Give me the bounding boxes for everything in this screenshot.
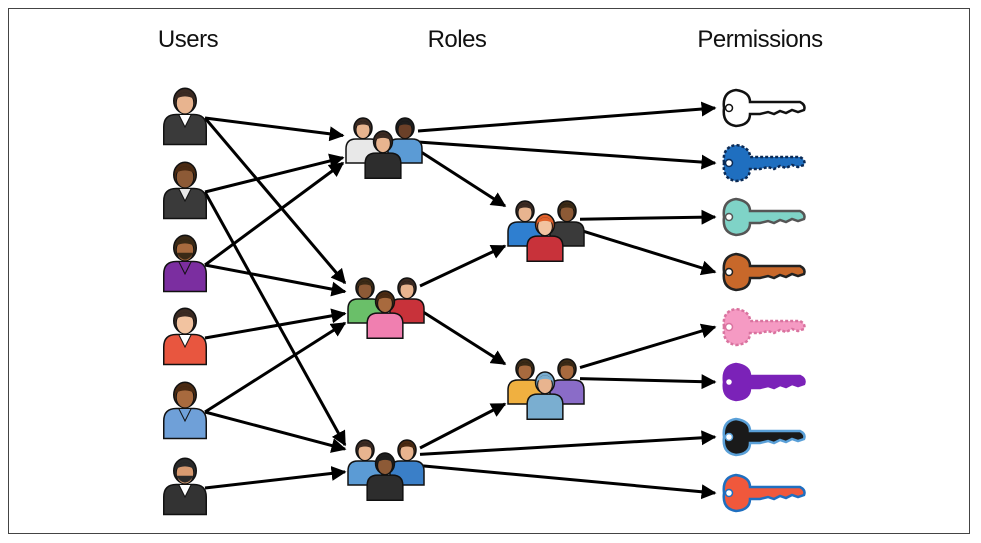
key-icon (722, 362, 806, 402)
permission-key-2 (722, 143, 806, 183)
diagram-frame (8, 8, 970, 534)
permission-key-3 (722, 197, 806, 237)
edge-u3-r1 (204, 161, 345, 267)
user-icon (163, 87, 207, 146)
key-icon (722, 88, 806, 128)
role-5 (507, 358, 585, 421)
person-icon (526, 213, 564, 263)
role-4 (507, 200, 585, 263)
user-icon (163, 161, 207, 220)
permission-key-8 (722, 473, 806, 513)
edge-r2-r4 (419, 244, 507, 288)
edge-r5-k5 (579, 323, 717, 370)
edge-u5-r2 (204, 321, 347, 414)
user-6 (163, 457, 207, 516)
edge-u6-r3 (204, 465, 347, 490)
edge-r3-k8 (419, 464, 717, 500)
key-icon (722, 197, 806, 237)
edge-r1-k2 (417, 140, 717, 170)
person-icon (526, 371, 564, 421)
user-icon (163, 234, 207, 293)
user-icon (163, 307, 207, 366)
role-3 (347, 439, 425, 502)
person-icon (389, 439, 425, 486)
edge-r5-k6 (579, 374, 717, 390)
edge-r4-k4 (579, 228, 717, 276)
role-1 (345, 117, 423, 180)
edge-r1-r4 (417, 148, 507, 208)
edge-u3-r2 (204, 263, 347, 297)
key-icon (722, 307, 806, 347)
user-5 (163, 381, 207, 440)
permission-key-4 (722, 252, 806, 292)
edge-r3-k7 (419, 430, 717, 456)
user-icon (163, 457, 207, 516)
user-4 (163, 307, 207, 366)
person-icon (549, 200, 585, 247)
edge-r3-r5 (419, 402, 507, 450)
person-icon (366, 452, 404, 502)
edge-u1-r2 (203, 117, 347, 285)
key-icon (722, 473, 806, 513)
user-1 (163, 87, 207, 146)
key-icon (722, 252, 806, 292)
person-icon (345, 117, 381, 164)
edge-u5-r3 (204, 410, 347, 453)
permission-key-5 (722, 307, 806, 347)
edge-r2-r5 (419, 308, 507, 366)
key-icon (722, 417, 806, 457)
user-2 (163, 161, 207, 220)
person-icon (364, 130, 402, 180)
role-2 (347, 277, 425, 340)
edge-u4-r2 (204, 308, 347, 340)
edge-u1-r1 (204, 116, 345, 142)
edge-r4-k3 (579, 209, 717, 225)
roles-header: Roles (427, 26, 487, 53)
permissions-header: Permissions (697, 26, 823, 53)
user-3 (163, 234, 207, 293)
permission-key-1 (722, 88, 806, 128)
permission-key-6 (722, 362, 806, 402)
user-icon (163, 381, 207, 440)
edge-r1-k1 (417, 101, 717, 133)
edge-u2-r1 (204, 153, 345, 194)
edge-u2-r3 (203, 191, 347, 447)
key-icon (722, 143, 806, 183)
permission-key-7 (722, 417, 806, 457)
person-icon (366, 290, 404, 340)
users-header: Users (157, 26, 219, 53)
